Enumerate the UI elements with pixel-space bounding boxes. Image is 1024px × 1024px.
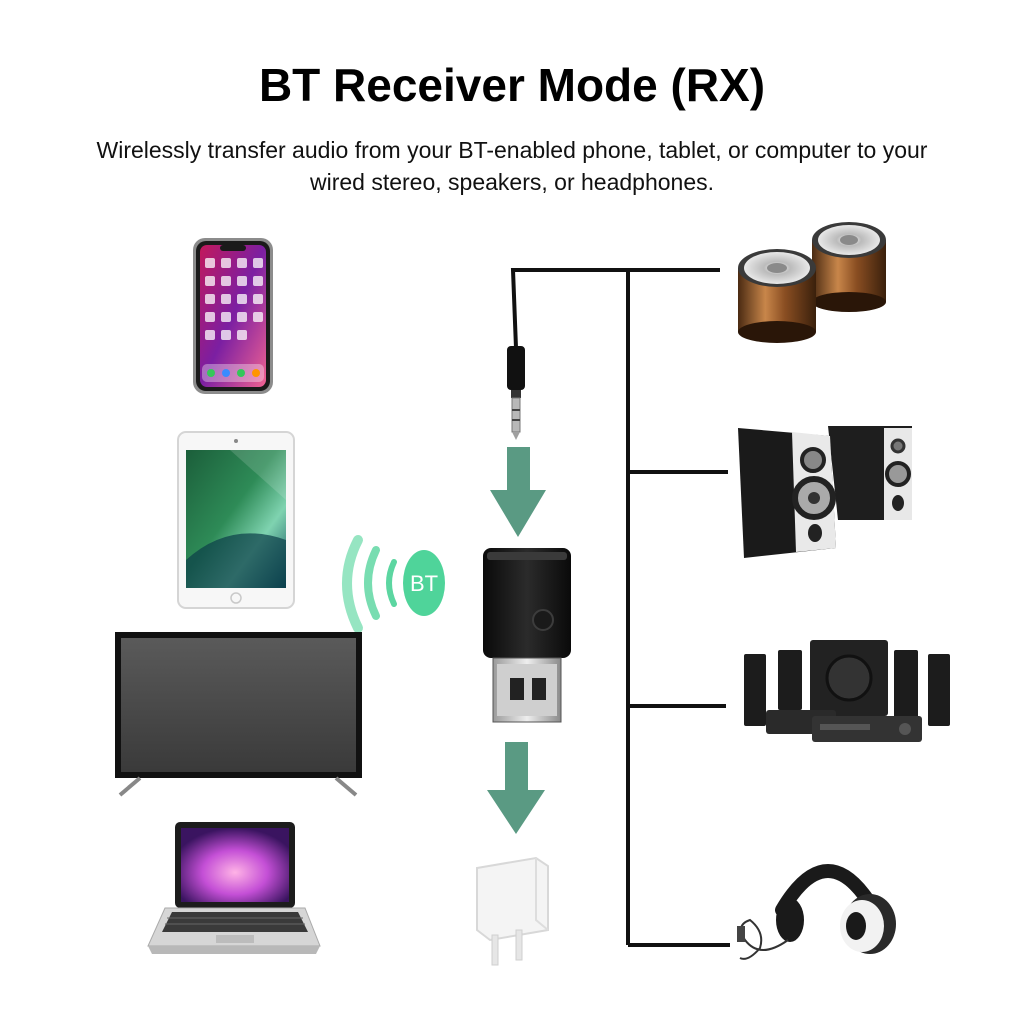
portable-speaker-back [812,222,886,312]
headphones-icon [737,864,896,960]
bookshelf-speaker-right [828,426,912,520]
portable-speakers-icon [738,222,886,343]
portable-speaker-front [738,249,816,343]
subtitle-line-2: wired stereo, speakers, or headphones. [309,169,715,195]
laptop-icon [147,822,321,954]
bookshelf-speaker-left [738,428,836,558]
page-title: BT Receiver Mode (RX) [258,59,766,111]
tv-icon [115,632,362,797]
home-theater-icon [744,640,950,742]
bluetooth-signal-icon [342,535,397,633]
page-subtitle: Wirelessly transfer audio from your BT-e… [60,134,964,198]
power-adapter-icon [476,856,549,966]
wiring [510,268,730,947]
tablet-icon [177,431,295,609]
arrow-down-icon [487,742,545,834]
subtitle-line-1: Wirelessly transfer audio from your BT-e… [96,137,928,163]
bt-badge: BT [403,550,445,616]
audio-jack-icon [507,346,525,440]
bookshelf-speakers-icon [738,426,912,558]
bt-receiver-dongle-icon [483,548,571,723]
arrow-down-icon [490,447,546,537]
bt-badge-label: BT [410,571,438,596]
cable-wire [510,268,720,349]
smartphone-icon [193,238,273,394]
